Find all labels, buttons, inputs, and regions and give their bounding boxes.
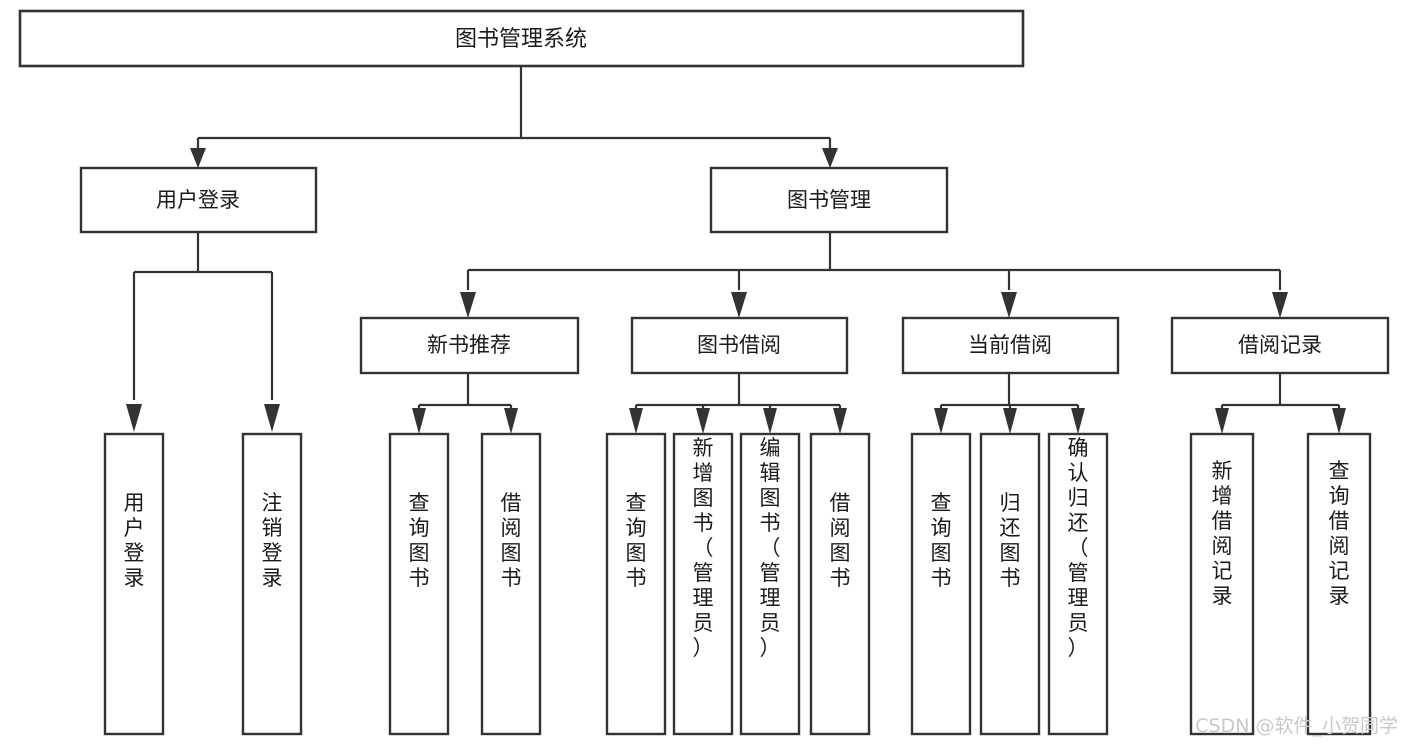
arrow-leaf-return-book [1003,408,1017,434]
leaf-logout[interactable]: 注销登录 [241,432,303,736]
leaf-query-book-3-label: 查询图书 [931,491,952,590]
node-book-manage[interactable]: 图书管理 [709,166,949,234]
arrow-leaf-add-book [696,408,710,434]
arrow-to-book-manage [822,148,838,168]
leaf-add-record-box[interactable] [1189,432,1255,736]
arrow-leaf-borrow-book-1 [504,408,518,434]
node-current-borrow-box[interactable] [901,316,1120,375]
arrow-leaf-edit-book [763,408,777,434]
node-new-book-recommend-label: 新书推荐 [427,333,511,357]
node-book-manage-label: 图书管理 [787,188,871,212]
leaf-add-book-box[interactable] [672,432,734,736]
arrow-leaf-borrow-book-2 [833,408,847,434]
leaf-query-record[interactable]: 查询借阅记录 [1306,432,1372,736]
node-book-borrow[interactable]: 图书借阅 [630,316,849,375]
arrow-leaf-user-login [126,404,142,432]
node-borrow-record[interactable]: 借阅记录 [1170,316,1390,375]
arrow-leaf-query-record [1332,408,1346,434]
leaf-confirm-return-label: 确认归还（管理员） [1068,436,1089,660]
node-borrow-record-box[interactable] [1170,316,1390,375]
node-root-box[interactable] [18,9,1025,68]
leaf-borrow-book-2-box[interactable] [809,432,871,736]
leaf-borrow-book-2[interactable]: 借阅图书 [809,432,871,736]
node-current-borrow-label: 当前借阅 [968,333,1052,357]
edge-group [126,66,1346,434]
leaf-borrow-book-1[interactable]: 借阅图书 [480,432,542,736]
leaf-add-record[interactable]: 新增借阅记录 [1189,432,1255,736]
leaf-query-book-2-label: 查询图书 [626,491,647,590]
arrow-to-current-borrow [1001,292,1017,318]
leaf-edit-book-box[interactable] [739,432,801,736]
arrow-leaf-confirm-return [1071,408,1085,434]
arrow-leaf-query-book-2 [629,408,643,434]
leaf-add-record-label: 新增借阅记录 [1212,459,1233,608]
node-root-label: 图书管理系统 [455,27,587,52]
leaf-query-book-2-box[interactable] [605,432,667,736]
leaf-return-book-label: 归还图书 [1000,491,1021,590]
leaf-user-login-box[interactable] [103,432,165,736]
leaf-confirm-return-box[interactable] [1047,432,1109,736]
csdn-watermark: CSDN @软件_小贺同学 [1195,715,1398,737]
arrow-leaf-query-book-1 [412,408,426,434]
leaf-return-book-box[interactable] [979,432,1041,736]
leaf-borrow-book-2-label: 借阅图书 [830,491,851,590]
arrow-leaf-logout [264,404,280,432]
leaf-query-record-label: 查询借阅记录 [1329,459,1350,608]
leaf-borrow-book-1-box[interactable] [480,432,542,736]
node-borrow-record-label: 借阅记录 [1238,333,1322,357]
leaf-user-login[interactable]: 用户登录 [103,432,165,736]
node-book-manage-box[interactable] [709,166,949,234]
node-new-book-recommend[interactable]: 新书推荐 [359,316,580,375]
node-user-login-label: 用户登录 [156,188,240,212]
leaf-edit-book-label: 编辑图书（管理员） [760,436,781,660]
leaf-borrow-book-1-label: 借阅图书 [501,491,522,590]
arrow-leaf-add-record [1215,408,1229,434]
leaf-return-book[interactable]: 归还图书 [979,432,1041,736]
node-new-book-recommend-box[interactable] [359,316,580,375]
leaf-query-book-3-box[interactable] [910,432,972,736]
leaf-query-book-2[interactable]: 查询图书 [605,432,667,736]
leaf-query-book-1[interactable]: 查询图书 [388,432,450,736]
arrow-to-user-login [190,148,206,168]
leaf-logout-label: 注销登录 [262,491,283,590]
leaf-add-book[interactable]: 新增图书（管理员） [672,432,734,736]
leaf-query-record-box[interactable] [1306,432,1372,736]
node-current-borrow[interactable]: 当前借阅 [901,316,1120,375]
node-book-borrow-box[interactable] [630,316,849,375]
leaf-query-book-3[interactable]: 查询图书 [910,432,972,736]
node-user-login[interactable]: 用户登录 [79,166,318,234]
leaf-user-login-label: 用户登录 [124,491,145,590]
leaf-query-book-1-box[interactable] [388,432,450,736]
leaf-query-book-1-label: 查询图书 [409,491,430,590]
leaf-logout-box[interactable] [241,432,303,736]
leaf-confirm-return[interactable]: 确认归还（管理员） [1047,432,1109,736]
arrow-leaf-query-book-3 [934,408,948,434]
leaf-add-book-label: 新增图书（管理员） [693,436,714,660]
node-book-borrow-label: 图书借阅 [697,333,781,357]
arrow-to-new-book-recommend [460,292,476,318]
arrow-to-book-borrow [731,292,747,318]
arrow-to-borrow-record [1272,292,1288,318]
leaf-edit-book[interactable]: 编辑图书（管理员） [739,432,801,736]
node-user-login-box[interactable] [79,166,318,234]
node-root[interactable]: 图书管理系统 [18,9,1025,68]
